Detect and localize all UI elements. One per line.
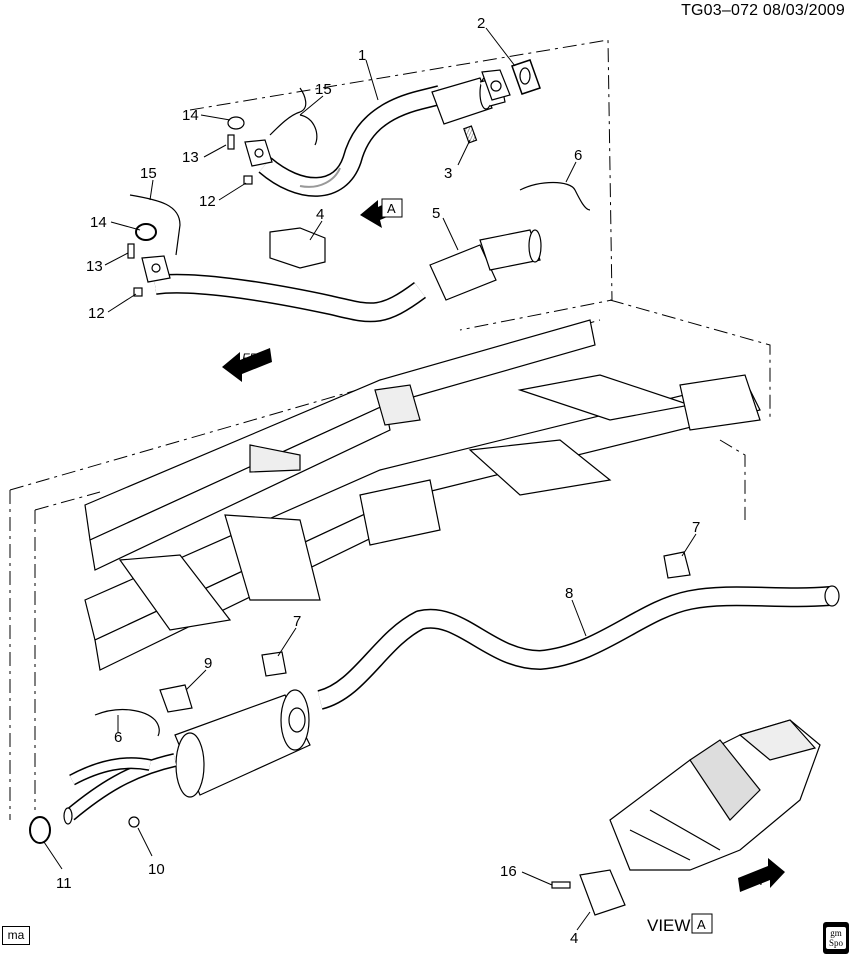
callout-leaders (43, 27, 697, 931)
callout-12-lower: 12 (88, 305, 105, 322)
view-label-letter: A (697, 917, 706, 932)
callout-5: 5 (432, 205, 440, 222)
callout-8: 8 (565, 585, 573, 602)
callout-10: 10 (148, 861, 165, 878)
callout-6-upper: 6 (574, 147, 582, 164)
callout-14-lower: 14 (90, 214, 107, 231)
callout-13-lower: 13 (86, 258, 103, 275)
callout-1: 1 (358, 47, 366, 64)
callout-11: 11 (56, 875, 72, 892)
callout-2: 2 (477, 15, 485, 32)
callout-16: 16 (500, 863, 517, 880)
callout-9: 9 (204, 655, 212, 672)
rear-exhaust-assembly (29, 551, 840, 844)
front-arrow-upper: FRT (222, 348, 272, 382)
callout-7-center: 7 (293, 613, 301, 630)
gm-spo-logo: gm Spo (823, 922, 849, 954)
front-arrow-lower: FRT (738, 858, 785, 892)
callout-14-upper: 14 (182, 107, 199, 124)
view-a-label: VIEW A (647, 913, 713, 935)
front-pipe-upper-assembly (227, 59, 541, 197)
view-label-text: VIEW (647, 916, 690, 935)
view-boundary-lines (9, 39, 771, 820)
drawing-code-date: TG03–072 08/03/2009 (681, 2, 845, 19)
logo-bottom-text: Spo (828, 938, 843, 948)
callout-6-lower: 6 (114, 729, 122, 746)
callout-3: 3 (444, 165, 452, 182)
logo-top-text: gm (830, 928, 842, 938)
front-pipe-lower-assembly (127, 181, 591, 323)
callout-4-upper: 4 (316, 206, 324, 223)
callout-4-lower: 4 (570, 930, 578, 947)
callout-15-upper: 15 (315, 81, 332, 98)
transmission-view-a (551, 719, 821, 916)
front-label-upper: FRT (242, 351, 267, 365)
front-label-lower: FRT (742, 874, 767, 888)
callout-15-lower: 15 (140, 165, 157, 182)
vehicle-frame (84, 319, 761, 671)
view-a-arrow: A (360, 198, 403, 228)
footer-tag: ma (2, 926, 30, 945)
callout-13-upper: 13 (182, 149, 199, 166)
view-a-box-letter: A (387, 201, 396, 216)
callout-7-right: 7 (692, 519, 700, 536)
callout-numbers: 1 2 3 4 5 6 15 15 14 14 13 13 12 12 7 7 … (56, 15, 700, 947)
callout-12-upper: 12 (199, 193, 216, 210)
